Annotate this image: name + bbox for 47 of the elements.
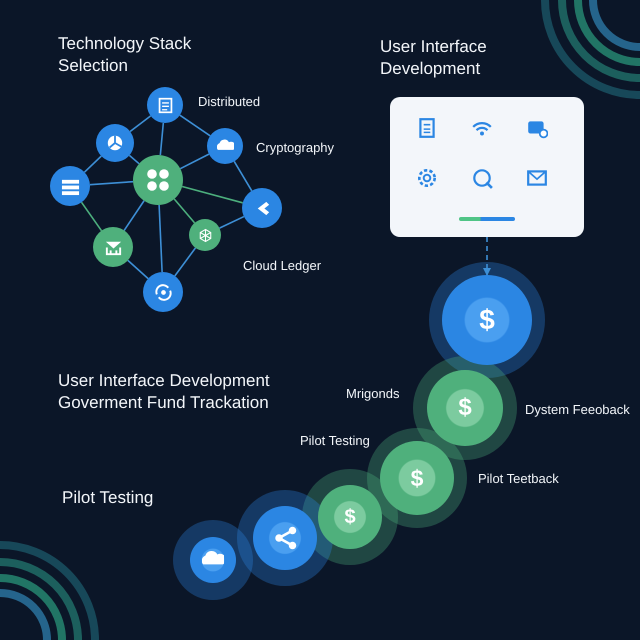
connector-line (219, 216, 244, 229)
connector-line (80, 202, 102, 232)
caption-text: Cloud Ledger (243, 258, 322, 274)
icon-circle (242, 188, 282, 228)
arrow (483, 237, 491, 276)
currency-symbol: $ (344, 506, 356, 528)
heading: User Interface Development Goverment Fund Trackation (58, 370, 271, 414)
caption-text: Dystem Feeoback (525, 402, 630, 418)
icon-circle (207, 128, 243, 164)
heading: Pilot Testing (62, 487, 154, 509)
connector-line (90, 180, 134, 186)
icon-circle (50, 166, 90, 206)
connector-line (234, 161, 252, 192)
icon-circle (133, 155, 183, 205)
connector-line (182, 186, 243, 204)
connector-line (84, 156, 102, 173)
token-circle (442, 275, 532, 365)
icon-circle (190, 537, 236, 583)
icon-circle (189, 219, 221, 251)
currency-symbol: $ (410, 464, 424, 492)
connector-line (160, 122, 164, 156)
token-circle (427, 370, 503, 446)
connector-line (128, 154, 140, 164)
connector-line (158, 204, 163, 272)
caption-text: Distributed (198, 94, 260, 110)
icon-circle (96, 124, 134, 162)
token-circle (380, 441, 454, 515)
connector-line (179, 114, 211, 136)
icon-circle (93, 227, 133, 267)
caption-text: Mrigonds (346, 386, 400, 402)
heading: User Interface Development (380, 36, 488, 80)
connector-line (130, 115, 152, 132)
heading: Technology Stack Selection (58, 33, 192, 77)
caption-text: Pilot Testing (300, 433, 370, 449)
connector-line (127, 260, 149, 280)
currency-symbol: $ (458, 394, 472, 422)
icon-circle (143, 272, 183, 312)
icon-circle (147, 87, 183, 123)
connector-line (174, 247, 196, 276)
caption-text: Pilot Teetback (478, 471, 559, 487)
caption-text: Cryptography (256, 140, 334, 156)
currency-symbol: $ (479, 304, 495, 336)
app-panel (390, 97, 584, 237)
connector-line (174, 198, 196, 224)
connector-line (180, 153, 210, 170)
connector-line (123, 200, 145, 231)
token-circle (318, 485, 382, 549)
